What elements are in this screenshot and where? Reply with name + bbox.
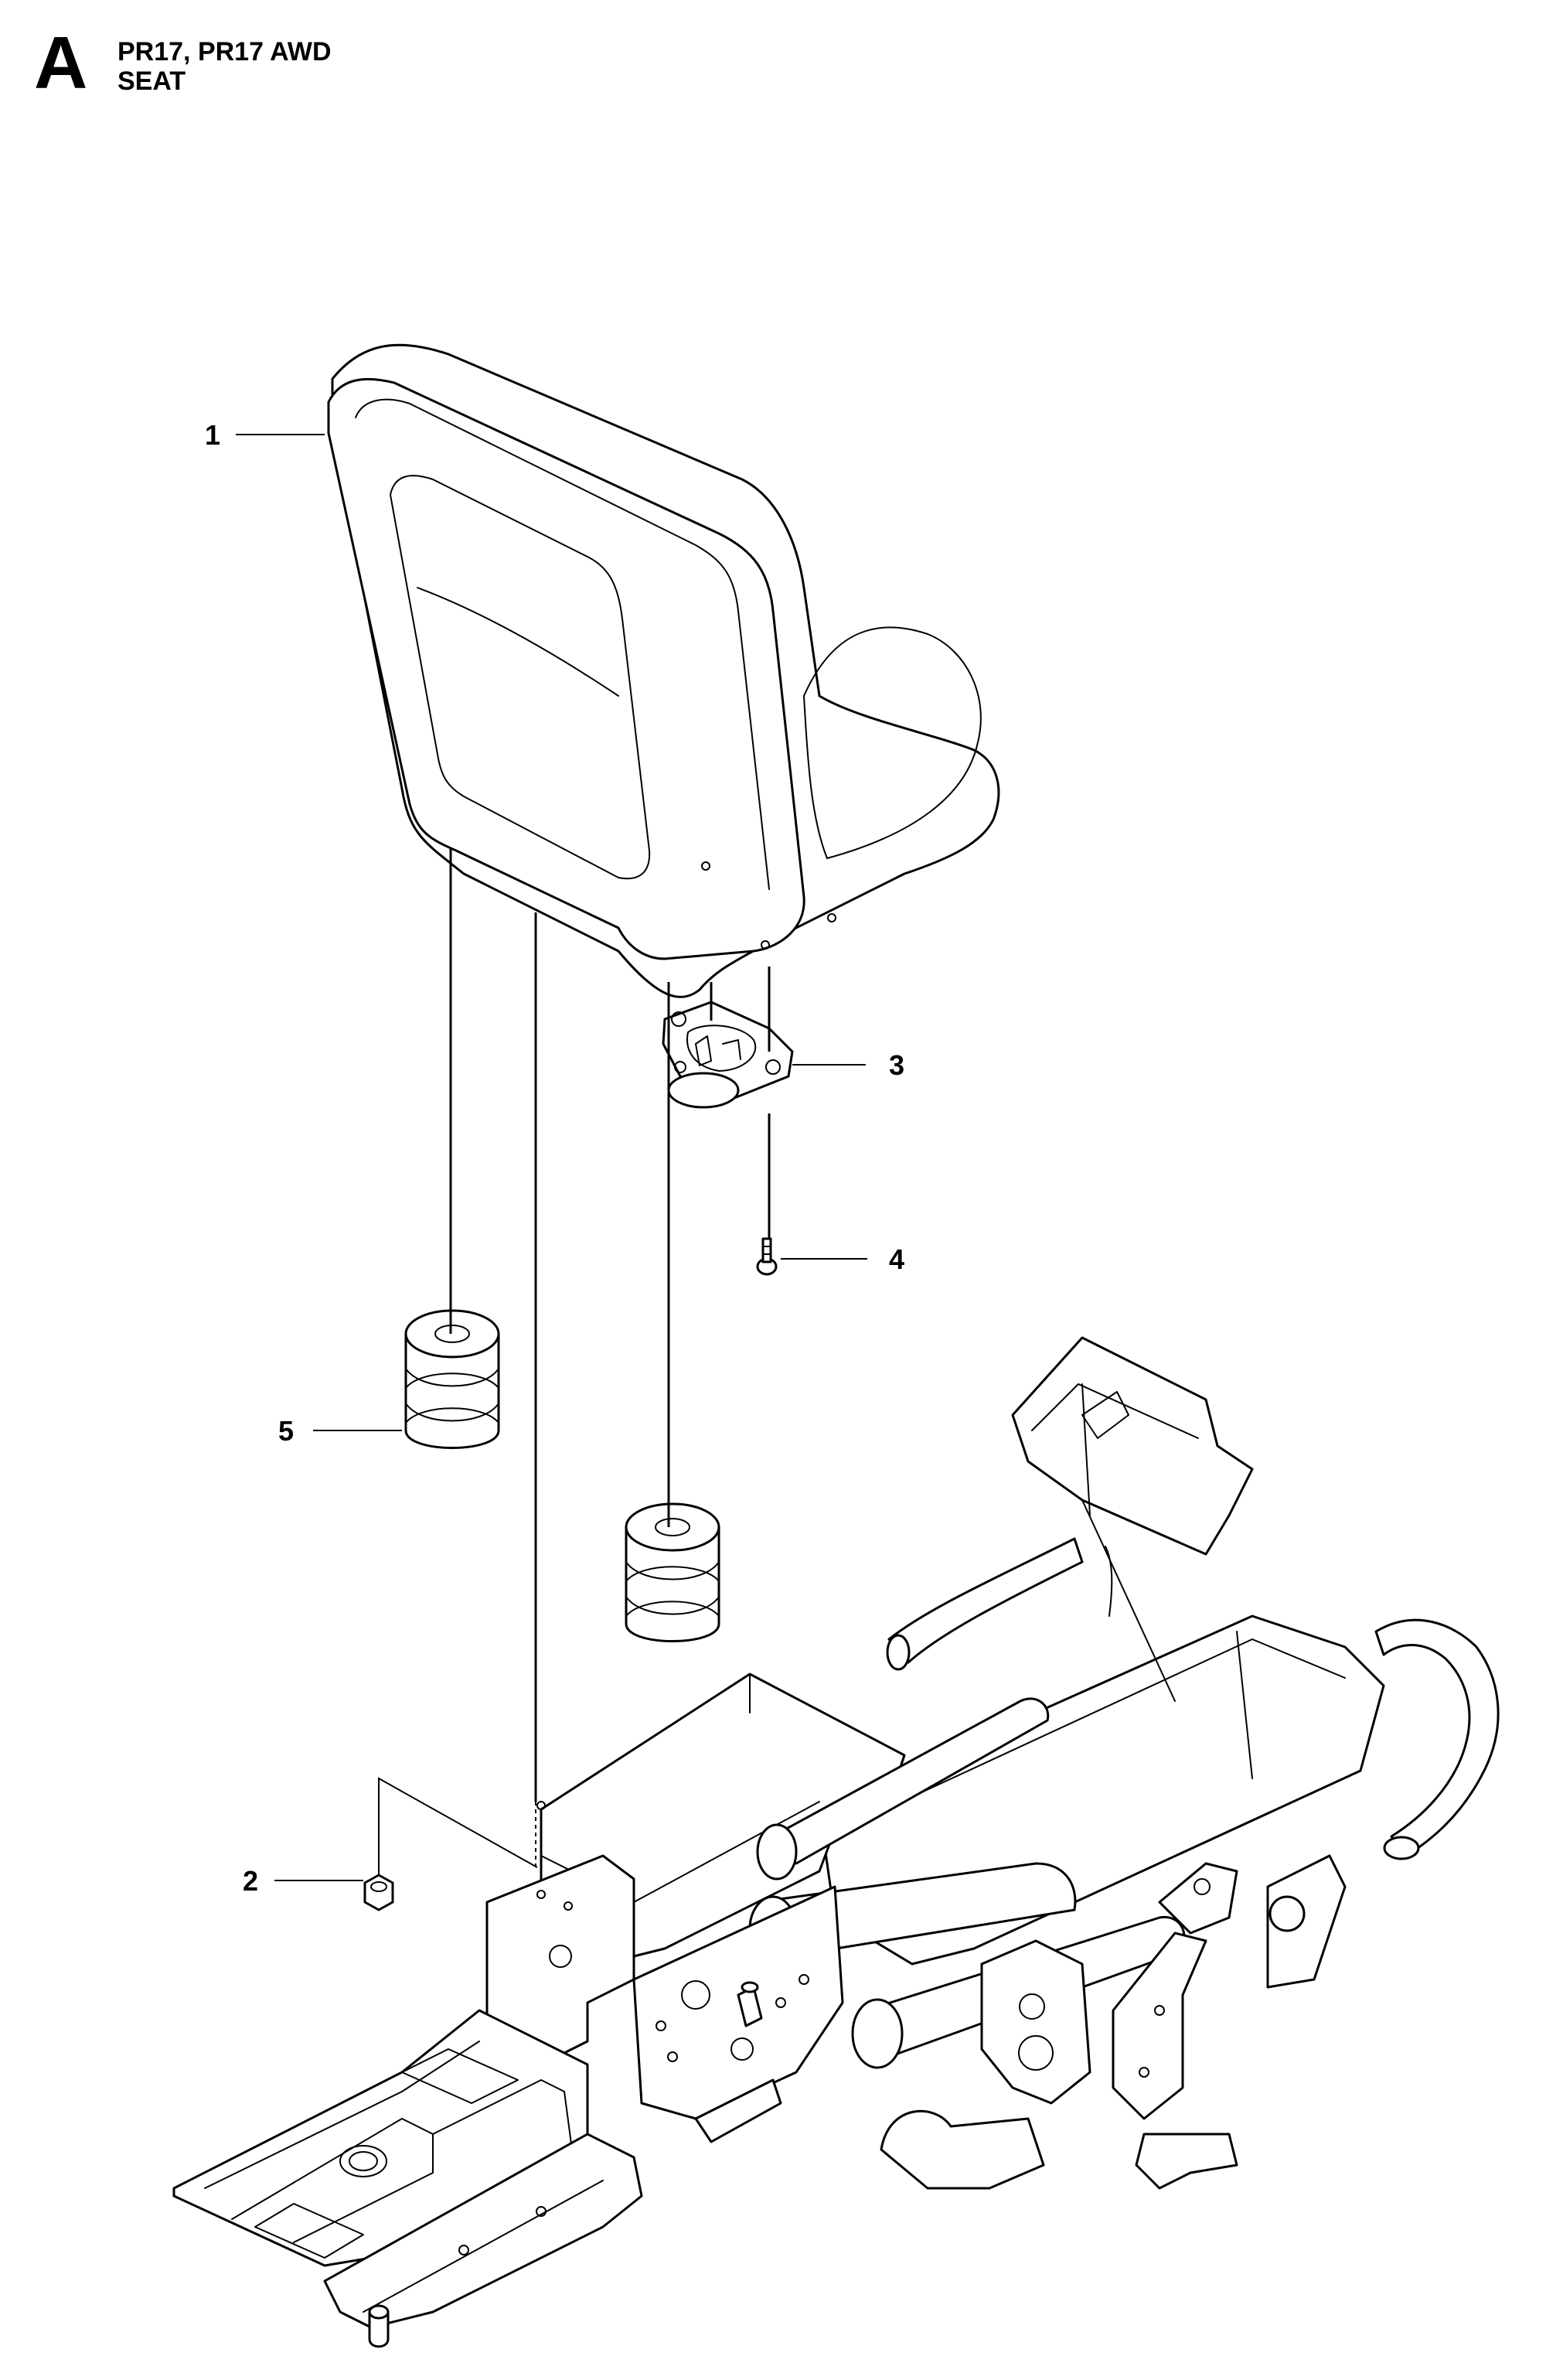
section-letter: A	[34, 22, 88, 104]
bumper-part-5-right[interactable]	[625, 1502, 720, 1642]
callout-3: 3	[792, 1049, 904, 1081]
screw-part-4[interactable]	[756, 1237, 778, 1276]
group-title: SEAT	[117, 66, 186, 96]
bumper-part-5-left[interactable]	[404, 1309, 500, 1449]
model-title: PR17, PR17 AWD	[117, 37, 332, 66]
callout-label-3: 3	[889, 1049, 904, 1081]
assembly-lines	[378, 847, 771, 1875]
callout-label-2: 2	[243, 1865, 258, 1897]
callout-label-4: 4	[889, 1243, 904, 1275]
bracket-part-3[interactable]	[662, 1001, 794, 1109]
callout-2: 2	[243, 1865, 363, 1897]
seat-part-1[interactable]	[327, 343, 1000, 998]
callout-label-5: 5	[278, 1415, 294, 1447]
callout-label-1: 1	[205, 419, 220, 451]
chassis-frame	[172, 1336, 1500, 2348]
callout-1: 1	[205, 419, 325, 451]
title-block: PR17, PR17 AWD SEAT	[117, 37, 332, 96]
callout-4: 4	[781, 1243, 904, 1275]
nut-part-2[interactable]	[363, 1874, 394, 1911]
callout-5: 5	[278, 1415, 402, 1447]
